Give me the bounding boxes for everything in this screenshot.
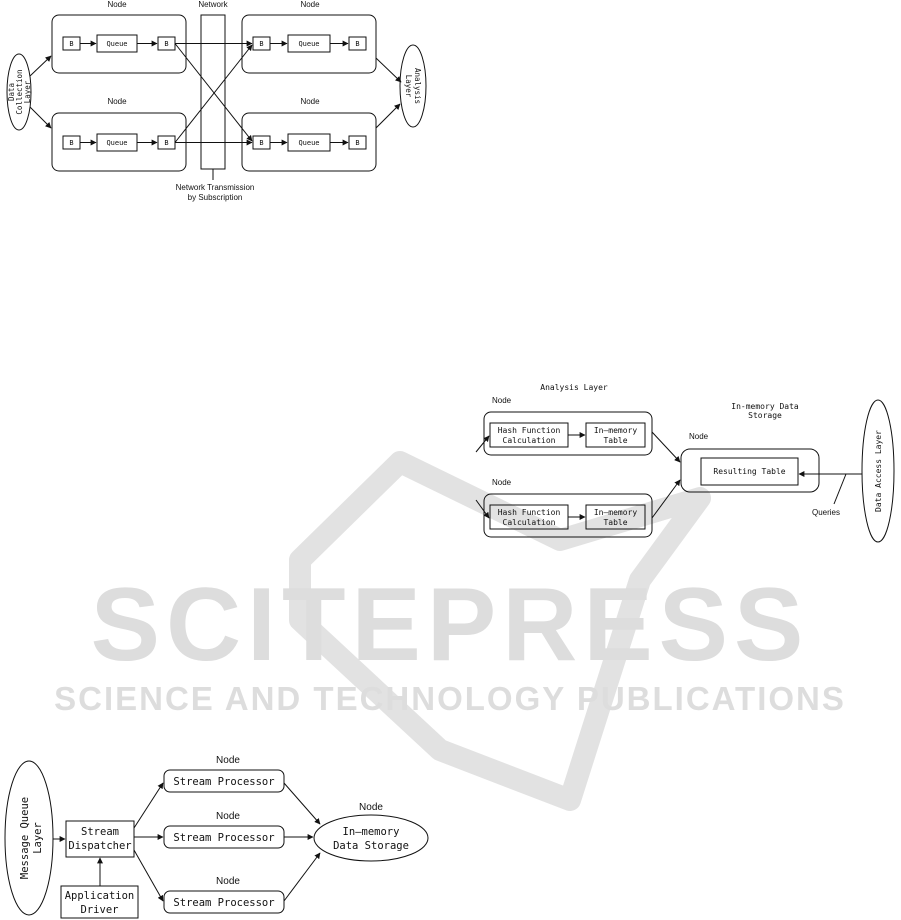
- node-label: Node: [216, 876, 240, 887]
- arrow: [651, 431, 681, 463]
- data-access-layer-ellipse: [861, 399, 895, 543]
- arrow: [475, 435, 490, 453]
- diagram-stream-processing: Message Queue Layer Stream Dispatcher Ap…: [4, 755, 429, 919]
- node-label-top-right: Node: [300, 0, 320, 9]
- stream-dispatcher-label-1: Stream: [81, 826, 119, 838]
- buffer-label: B: [69, 139, 73, 147]
- arrow: [29, 106, 52, 129]
- diagram-analysis-storage: Analysis Layer Node Node Node In-memory …: [475, 383, 895, 543]
- inmemory-table-box: [585, 504, 646, 530]
- queue-label: Queue: [106, 139, 127, 147]
- analysis-layer-label-1: Analysis: [413, 68, 422, 104]
- inmemory-table-label-1: In—memory: [594, 426, 638, 435]
- watermark-subtitle: SCIENCE AND TECHNOLOGY PUBLICATIONS: [54, 680, 846, 717]
- node-label-top-left: Node: [107, 0, 127, 9]
- application-driver-label-1: Application: [65, 890, 135, 902]
- storage-node-box: [680, 448, 820, 493]
- stream-processor-label: Stream Processor: [173, 776, 274, 788]
- node-box-upper: [483, 411, 653, 456]
- analysis-layer-label-2: Layer: [404, 75, 413, 98]
- stream-processor-box: [163, 890, 285, 914]
- hash-function-label-2: Calculation: [503, 518, 556, 527]
- caption-line-1: Network Transmission: [176, 183, 255, 192]
- queue-label: Queue: [298, 40, 319, 48]
- arrow: [375, 57, 402, 83]
- watermark-logo-shape: [289, 451, 711, 811]
- node-label: Node: [359, 802, 383, 813]
- inmemory-storage-ellipse: [313, 814, 429, 862]
- hash-function-label-2: Calculation: [503, 436, 556, 445]
- node-label: Node: [689, 432, 709, 441]
- buffer-label: B: [355, 139, 359, 147]
- buffer-label: B: [164, 40, 168, 48]
- caption-line-2: by Subscription: [188, 193, 243, 202]
- arrow: [29, 55, 52, 77]
- stream-dispatcher-label-2: Dispatcher: [68, 840, 131, 852]
- arrow: [375, 103, 401, 129]
- buffer-label: B: [355, 40, 359, 48]
- network-label: Network: [198, 0, 228, 9]
- message-queue-layer-ellipse: [4, 760, 54, 916]
- stream-processor-label: Stream Processor: [173, 832, 274, 844]
- inmemory-table-label-1: In—memory: [594, 508, 638, 517]
- node-label-bottom-left: Node: [107, 97, 127, 106]
- storage-title-line-1: In-memory Data: [731, 402, 799, 411]
- queries-pointer: [833, 473, 847, 505]
- storage-title-line-2: Storage: [748, 411, 782, 420]
- arrow: [133, 782, 164, 829]
- arrow: [283, 782, 321, 825]
- application-driver-label-2: Driver: [81, 904, 119, 916]
- data-collection-layer-label-2: Collection: [15, 69, 24, 114]
- data-collection-layer-label-1: Data: [7, 83, 16, 101]
- stream-processor-box: [163, 769, 285, 793]
- inmemory-table-label-2: Table: [603, 518, 627, 527]
- arrow: [174, 43, 253, 142]
- diagram-pipeline-network: Node Network Node Node Node Data Collect…: [6, 0, 427, 202]
- message-queue-layer-label-1: Message Queue: [19, 797, 31, 879]
- queue-label: Queue: [106, 40, 127, 48]
- node-label: Node: [492, 396, 512, 405]
- inmemory-storage-label-2: Data Storage: [333, 840, 409, 852]
- buffer-label: B: [259, 40, 263, 48]
- node-label-bottom-right: Node: [300, 97, 320, 106]
- queries-label: Queries: [812, 508, 840, 517]
- message-queue-layer-label-2: Layer: [32, 822, 44, 854]
- hash-function-label-1: Hash Function: [498, 426, 561, 435]
- inmemory-table-label-2: Table: [603, 436, 627, 445]
- buffer-label: B: [69, 40, 73, 48]
- node-label: Node: [492, 478, 512, 487]
- node-label: Node: [216, 811, 240, 822]
- data-collection-layer-label-3: Layer: [23, 80, 32, 103]
- resulting-table-label: Resulting Table: [713, 467, 785, 476]
- stream-processor-label: Stream Processor: [173, 897, 274, 909]
- arrow: [133, 849, 164, 902]
- stream-dispatcher-box: [65, 820, 135, 858]
- buffer-label: B: [164, 139, 168, 147]
- arrow: [475, 499, 490, 519]
- resulting-table-box: [700, 457, 799, 486]
- inmemory-table-box: [585, 422, 646, 448]
- arrow: [651, 479, 681, 519]
- buffer-box: [348, 135, 367, 150]
- watermark: SCITEPRESS SCIENCE AND TECHNOLOGY PUBLIC…: [54, 451, 846, 811]
- hash-function-label-1: Hash Function: [498, 508, 561, 517]
- inmemory-storage-label-1: In—memory: [343, 826, 400, 838]
- buffer-box: [348, 36, 367, 51]
- analysis-layer-ellipse: [399, 44, 427, 128]
- queue-label: Queue: [298, 139, 319, 147]
- watermark-title: SCITEPRESS: [91, 567, 810, 683]
- node-label: Node: [216, 755, 240, 766]
- arrow: [283, 852, 321, 902]
- data-collection-layer-ellipse: [6, 53, 32, 131]
- buffer-label: B: [259, 139, 263, 147]
- analysis-layer-title: Analysis Layer: [540, 383, 608, 392]
- data-access-layer-label: Data Access Layer: [874, 430, 883, 512]
- arrow: [174, 44, 253, 143]
